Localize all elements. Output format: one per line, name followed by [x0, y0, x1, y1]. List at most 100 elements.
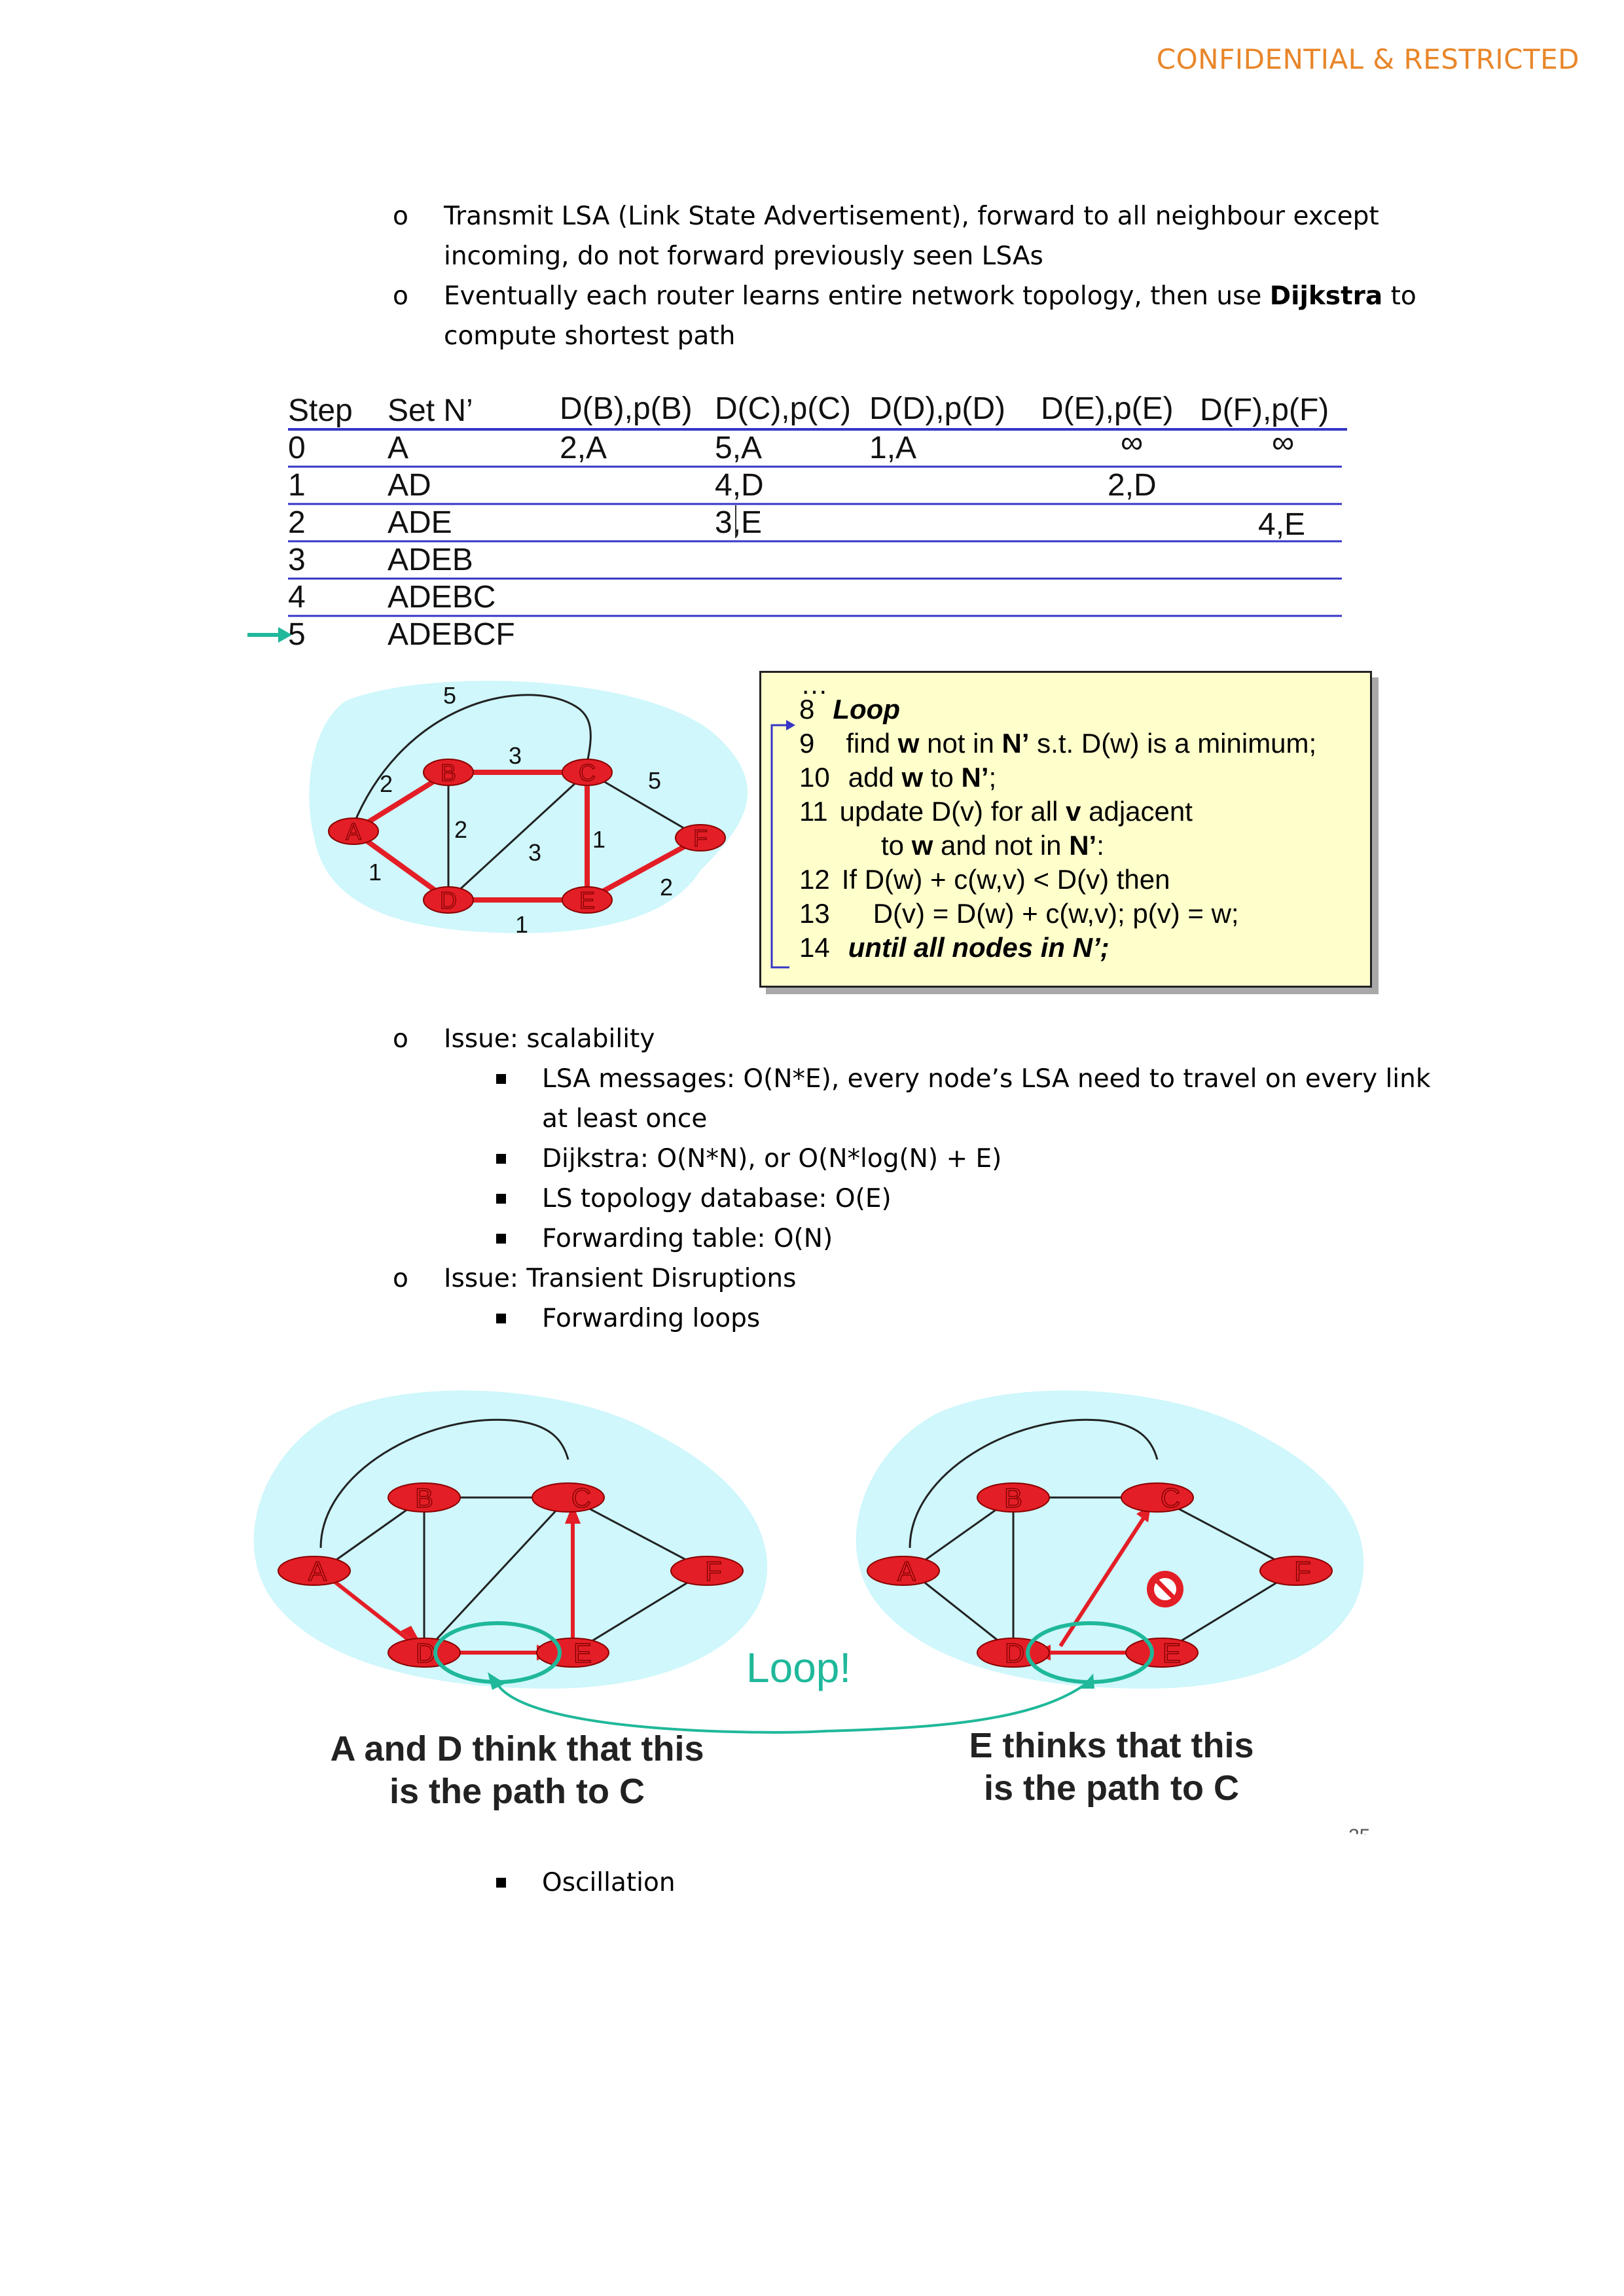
node-label: D	[416, 1638, 435, 1668]
node-label: B	[441, 759, 456, 786]
node-label: A	[308, 1556, 327, 1587]
header-de: D(E),p(E)	[1041, 391, 1174, 426]
node-label: A	[346, 818, 361, 845]
loop-connector	[495, 1681, 1088, 1734]
square-bullet	[496, 1234, 506, 1244]
header-db: D(B),p(B)	[560, 391, 693, 426]
forwarding-loop-figure: B C A F D E B C A F D E	[253, 1390, 1624, 1852]
router-d	[388, 1638, 461, 1668]
weight: 5	[443, 682, 456, 709]
node-label: A	[897, 1556, 916, 1587]
router-b	[977, 1482, 1050, 1513]
bullet-mark: o	[393, 1264, 408, 1293]
cell: 4	[288, 580, 306, 615]
cell: 0	[288, 431, 306, 465]
weight: 1	[369, 859, 382, 886]
cell: 1	[288, 468, 306, 503]
bullet-mark: o	[393, 281, 408, 311]
cell: AD	[388, 468, 431, 503]
arrow-icon	[247, 627, 292, 643]
cell: ADEB	[388, 543, 473, 577]
node-label: E	[573, 1638, 592, 1668]
prohibited-icon	[1147, 1571, 1183, 1607]
router-c	[1121, 1482, 1194, 1513]
bullet-dijkstra-complexity: Dijkstra: O(N*N), or O(N*log(N) + E)	[542, 1144, 1002, 1174]
router-f	[675, 824, 726, 852]
weight: 5	[648, 767, 661, 794]
square-bullet	[496, 1878, 506, 1888]
node-label: E	[579, 887, 595, 914]
node-label: B	[1004, 1482, 1022, 1513]
code-ellipsis: …	[801, 669, 828, 700]
weight: 3	[528, 839, 541, 866]
weight: 2	[454, 816, 467, 843]
node-label: F	[705, 1556, 722, 1587]
loop-label: Loop!	[746, 1644, 851, 1691]
cell: ∞	[1121, 425, 1143, 460]
node-label: B	[415, 1482, 433, 1513]
weight: 2	[380, 770, 393, 797]
weight: 3	[509, 742, 522, 769]
node-label: E	[1163, 1638, 1181, 1668]
right-caption-1: E thinks that this	[969, 1726, 1254, 1765]
router-c	[532, 1482, 605, 1513]
node-label: D	[1005, 1638, 1024, 1668]
router-c	[562, 759, 613, 786]
weight: 1	[592, 826, 605, 853]
cell: ADEBCF	[388, 617, 515, 652]
weight: 1	[515, 911, 528, 938]
router-e	[562, 886, 613, 914]
header-dd: D(D),p(D)	[869, 391, 1005, 426]
square-bullet	[496, 1314, 506, 1323]
cell: 3,E	[715, 505, 762, 540]
network-graph: A B C D E F 2 5 3 2 3 1 5 1 1 2	[309, 681, 748, 938]
router-b	[423, 759, 474, 786]
square-bullet	[496, 1154, 506, 1164]
bullet-dijkstra-line2: compute shortest path	[444, 321, 736, 351]
router-e	[536, 1638, 609, 1668]
router-b	[388, 1482, 461, 1513]
cell: 4,E	[1258, 507, 1305, 542]
bullet-oscillation: Oscillation	[542, 1868, 676, 1897]
header-df: D(F),p(F)	[1200, 393, 1329, 427]
bullet-lsa-line1: Transmit LSA (Link State Advertisement),…	[444, 202, 1379, 231]
node-label: C	[579, 759, 596, 786]
bullet-scalability: o Issue: scalability	[393, 1019, 1440, 1059]
node-label: F	[1294, 1556, 1311, 1587]
bullet-transient: o Issue: Transient Disruptions	[393, 1259, 1440, 1299]
bullet-lsa-messages: LSA messages: O(N*E), every node’s LSA n…	[542, 1064, 1431, 1134]
cell: 2,D	[1108, 468, 1157, 503]
left-caption-1: A and D think that this	[331, 1729, 704, 1768]
router-a	[278, 1556, 351, 1586]
cell: 3	[288, 543, 306, 577]
header-set: Set N’	[388, 393, 473, 428]
bullet-forwarding-table: Forwarding table: O(N)	[542, 1224, 833, 1253]
router-d	[423, 886, 474, 914]
cell: 1,A	[869, 431, 916, 465]
node-label: C	[1161, 1482, 1180, 1513]
router-f	[1259, 1556, 1333, 1586]
node-label: C	[571, 1482, 591, 1513]
bullet-mark: o	[393, 1024, 408, 1054]
router-e	[1125, 1638, 1199, 1668]
right-caption-2: is the path to C	[984, 1768, 1239, 1808]
cell: ADE	[388, 505, 452, 540]
square-bullet	[496, 1074, 506, 1084]
dijkstra-table: Step Set N’ D(B),p(B) D(C),p(C) D(D),p(D…	[247, 391, 1347, 652]
cell: ∞	[1272, 425, 1294, 460]
left-caption-2: is the path to C	[389, 1772, 645, 1811]
header-dc: D(C),p(C)	[715, 391, 851, 426]
bullet-forwarding-loops: Forwarding loops	[542, 1304, 761, 1333]
bullet-mark: o	[393, 202, 408, 231]
router-a	[867, 1556, 940, 1586]
cell: A	[388, 431, 408, 465]
bullet-scalability-text: Issue: scalability	[444, 1024, 655, 1054]
bullet-dijkstra-line1: Eventually each router learns entire net…	[444, 281, 1416, 311]
